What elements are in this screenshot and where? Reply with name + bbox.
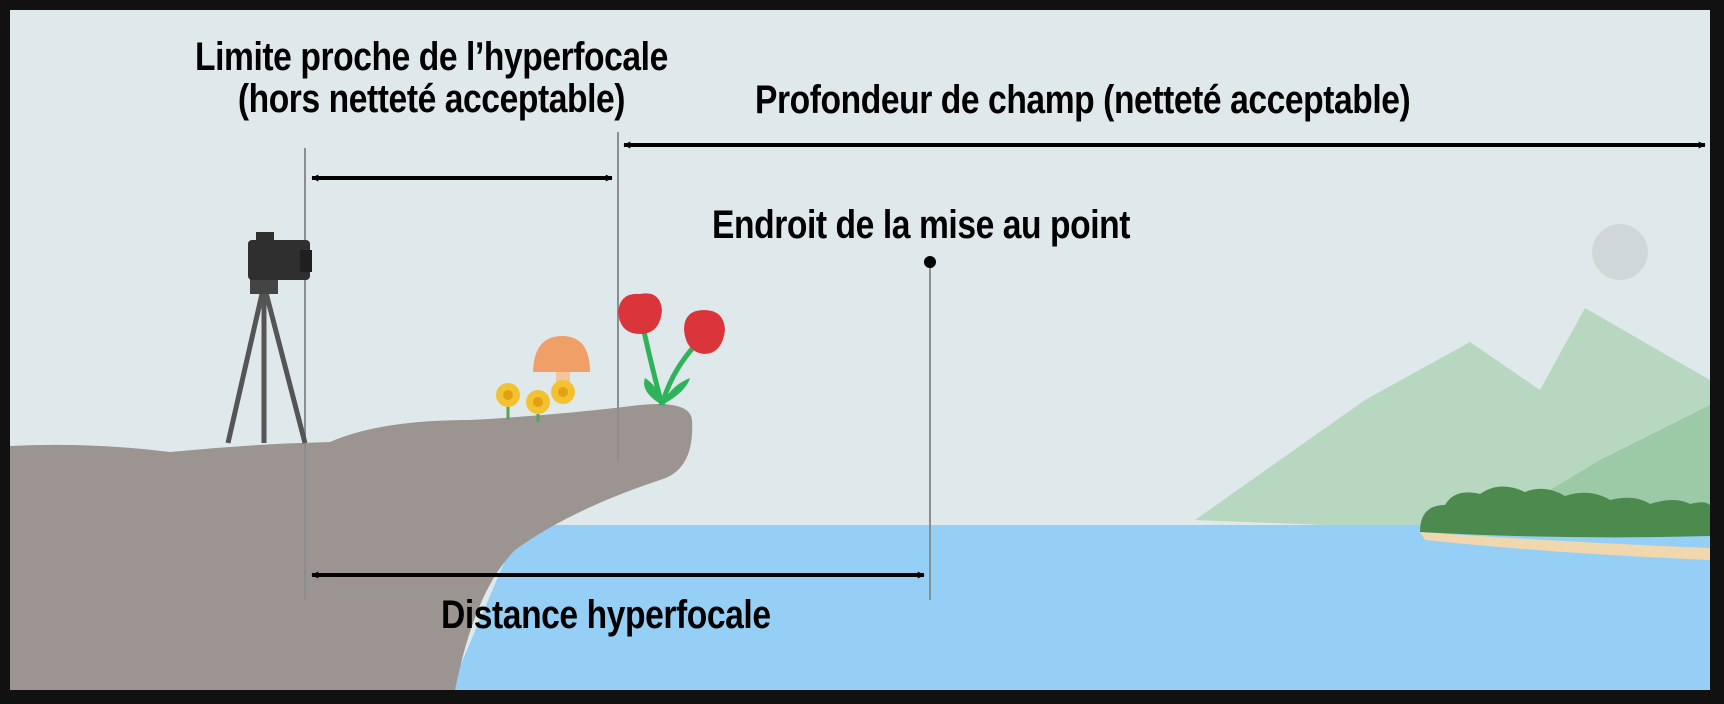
moon-icon xyxy=(1592,224,1648,280)
beach xyxy=(1420,532,1710,560)
water xyxy=(450,525,1710,690)
focus-point-dot xyxy=(924,256,936,268)
near-limit-label-line1: Limite proche de l’hyperfocale xyxy=(195,35,668,79)
red-tulips-icon xyxy=(618,293,725,406)
focus-point-label: Endroit de la mise au point xyxy=(712,203,1131,247)
yellow-flowers-icon xyxy=(496,380,575,422)
camera-tripod-icon xyxy=(225,232,312,444)
near-limit-label: Limite proche de l’hyperfocale (hors net… xyxy=(195,36,668,120)
hyperfocal-distance-label: Distance hyperfocale xyxy=(441,593,771,637)
tree-line-icon xyxy=(1420,486,1710,538)
near-limit-label-line2: (hors netteté acceptable) xyxy=(237,77,626,121)
cliff xyxy=(10,404,693,690)
depth-of-field-label: Profondeur de champ (netteté acceptable) xyxy=(755,78,1411,122)
